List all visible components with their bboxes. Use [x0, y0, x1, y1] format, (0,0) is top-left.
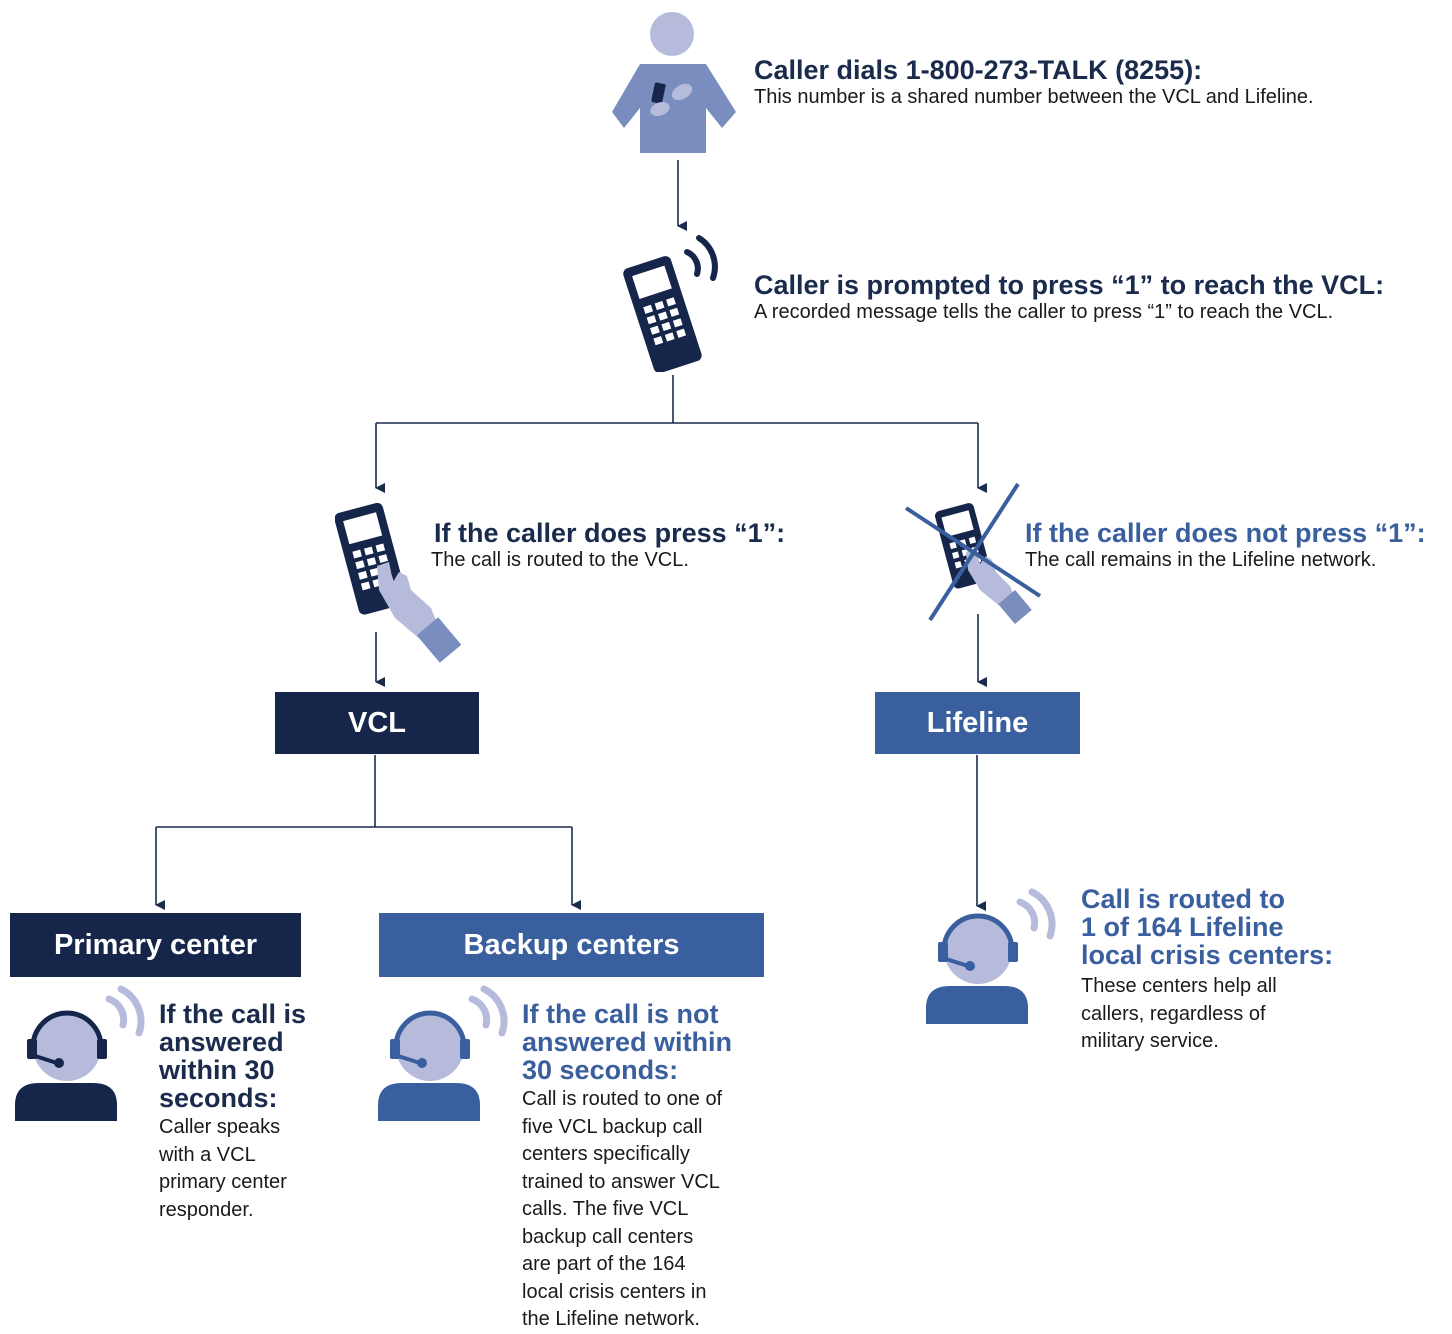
text-line: Call is routed to one of — [522, 1088, 723, 1110]
step-prompt: Caller is prompted to press “1” to reach… — [754, 270, 1444, 324]
heading-line: answered — [159, 1027, 284, 1057]
heading-line: seconds: — [159, 1083, 278, 1113]
outcome-lifeline-text: These centers help all callers, regardle… — [1081, 973, 1371, 1056]
text-line: five VCL backup call — [522, 1115, 703, 1138]
step-prompt-heading: Caller is prompted to press “1” to reach… — [754, 270, 1385, 300]
outcome-lifeline: Call is routed to 1 of 164 Lifeline loca… — [1081, 885, 1371, 1056]
person-icon — [612, 12, 736, 153]
text-line: callers, regardless of — [1081, 1002, 1266, 1025]
outcome-backup-heading: If the call is not answered within 30 se… — [522, 1000, 782, 1084]
text-line: backup call centers — [522, 1225, 694, 1248]
outcome-primary-heading: If the call is answered within 30 second… — [159, 1000, 349, 1112]
text-line: are part of the 164 — [522, 1253, 686, 1275]
phone-crossed-out-icon — [904, 482, 1042, 625]
heading-line: within 30 — [159, 1055, 275, 1085]
outcome-lifeline-heading: Call is routed to 1 of 164 Lifeline loca… — [1081, 885, 1371, 969]
heading-line: 30 seconds: — [522, 1055, 679, 1085]
text-line: military service. — [1081, 1030, 1219, 1052]
heading-line: Call is routed to — [1081, 884, 1286, 914]
outcome-primary-text: Caller speaks with a VCL primary center … — [159, 1114, 349, 1224]
outcome-backup-text: Call is routed to one of five VCL backup… — [522, 1086, 782, 1334]
text-line: centers specifically — [522, 1143, 690, 1165]
outcome-primary: If the call is answered within 30 second… — [159, 1000, 349, 1224]
step-press-heading: If the caller does press “1”: — [434, 518, 786, 548]
heading-line: local crisis centers: — [1081, 940, 1334, 970]
heading-line: If the call is — [159, 999, 307, 1029]
text-line: responder. — [159, 1198, 254, 1221]
heading-line: 1 of 164 Lifeline — [1081, 912, 1284, 942]
headset-responder-icon — [15, 985, 145, 1121]
phone-press-icon — [335, 502, 462, 663]
text-line: with a VCL — [159, 1143, 256, 1166]
headset-responder-icon — [378, 985, 508, 1121]
text-line: calls. The five VCL — [522, 1198, 689, 1220]
step-no-press: If the caller does not press “1”: The ca… — [1025, 518, 1450, 572]
step-dial-text: This number is a shared number between t… — [754, 86, 1314, 108]
heading-line: If the call is not — [522, 999, 719, 1029]
primary-center-box: Primary center — [10, 913, 301, 977]
outcome-backup: If the call is not answered within 30 se… — [522, 1000, 782, 1334]
step-press: If the caller does press “1”: The call i… — [431, 518, 851, 572]
step-dial-heading: Caller dials 1-800-273-TALK (8255): — [754, 55, 1203, 85]
text-line: trained to answer VCL — [522, 1170, 720, 1193]
backup-centers-box: Backup centers — [379, 913, 764, 977]
lifeline-box: Lifeline — [875, 692, 1080, 754]
text-line: local crisis centers in — [522, 1280, 707, 1303]
text-line: Caller speaks — [159, 1116, 281, 1138]
text-line: primary center — [159, 1171, 287, 1193]
headset-responder-icon — [926, 888, 1056, 1024]
step-no-press-heading: If the caller does not press “1”: — [1025, 518, 1426, 548]
step-dial: Caller dials 1-800-273-TALK (8255): This… — [754, 55, 1444, 109]
step-press-text: The call is routed to the VCL. — [431, 549, 689, 571]
heading-line: answered within — [522, 1027, 733, 1057]
step-prompt-text: A recorded message tells the caller to p… — [754, 301, 1334, 323]
vcl-box: VCL — [275, 692, 479, 754]
step-no-press-text: The call remains in the Lifeline network… — [1025, 549, 1377, 571]
cell-phone-icon — [623, 235, 718, 372]
text-line: the Lifeline network. — [522, 1308, 700, 1330]
text-line: These centers help all — [1081, 975, 1277, 997]
